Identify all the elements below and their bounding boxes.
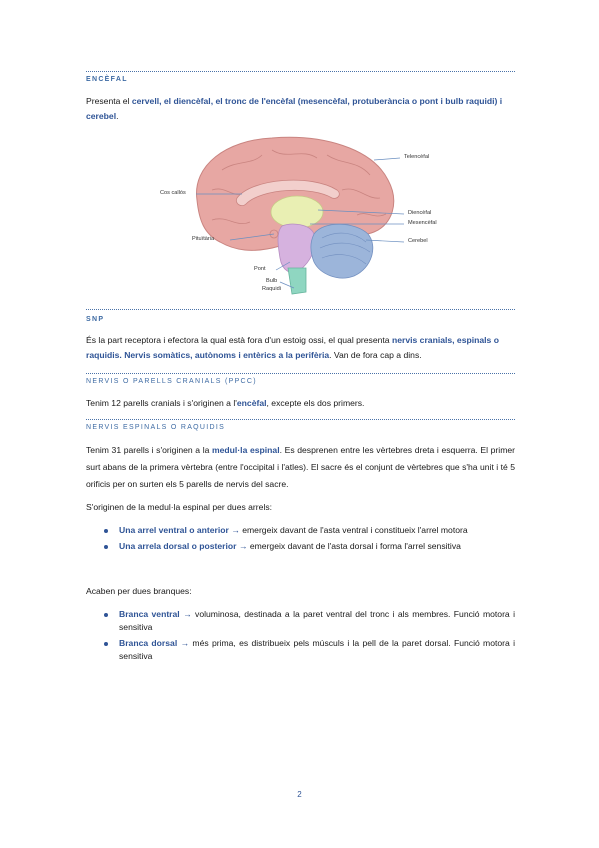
snp-paragraph: És la part receptora i efectora la qual …: [86, 333, 515, 363]
bullet-icon: [104, 529, 108, 533]
label-pituitaria: Pituïtària: [192, 236, 215, 242]
list-item: Branca ventral → voluminosa, destinada a…: [86, 608, 515, 634]
text-run: Tenim 31 parells i s'originen a la: [86, 445, 213, 455]
roots-list: Una arrel ventral o anterior → emergeix …: [86, 524, 515, 553]
heading-encefal: ENCÈFAL: [86, 76, 128, 83]
brain-illustration: [196, 136, 405, 295]
highlight-run: cervell, el diencèfal, el tronc de l'enc…: [86, 96, 503, 121]
text-run: més prima, es distribueix pels músculs i…: [119, 638, 515, 661]
text-run: Presenta el: [86, 96, 132, 106]
arrow-right-icon: →: [183, 609, 192, 619]
corpus-callosum-shape: [235, 179, 340, 206]
text-run: voluminosa, destinada a la paret ventral…: [119, 609, 515, 632]
label-cerebel: Cerebel: [408, 238, 428, 244]
highlight-run: medul·la espinal: [212, 445, 280, 455]
text-run: . Van de fora cap a dins.: [329, 350, 422, 360]
espinals-paragraph-3: Acaben per dues branques:: [86, 586, 192, 596]
medulla-shape: [287, 267, 307, 295]
label-raquidi: Raquidi: [262, 286, 281, 292]
arrow-right-icon: →: [231, 525, 240, 535]
highlight-run: encèfal: [236, 398, 267, 408]
heading-cranials: NERVIS O PARELLS CRANIALS (PPCC): [86, 378, 257, 385]
highlight-run: Branca dorsal: [119, 638, 178, 648]
cranials-paragraph: Tenim 12 parells cranials i s'originen a…: [86, 396, 515, 411]
section-divider: [86, 419, 515, 420]
text-run: És la part receptora i efectora la qual …: [86, 335, 392, 345]
list-item: Branca dorsal → més prima, es distribuei…: [86, 637, 515, 663]
text-run: , excepte els dos primers.: [266, 398, 365, 408]
cerebellum-shape: [310, 223, 374, 279]
section-divider: [86, 373, 515, 374]
heading-espinals: NERVIS ESPINALS O RAQUIDIS: [86, 424, 226, 431]
highlight-run: Una arrela dorsal o posterior: [119, 541, 237, 551]
label-diencefal: Diencèfal: [408, 210, 432, 216]
highlight-run: Una arrel ventral o anterior: [119, 525, 229, 535]
section-divider: [86, 71, 515, 72]
text-run: .: [116, 111, 119, 121]
encefal-intro: Presenta el cervell, el diencèfal, el tr…: [86, 94, 515, 124]
list-item: Una arrel ventral o anterior → emergeix …: [86, 524, 515, 537]
cerebellum-folia: [319, 232, 371, 265]
cerebrum-shape: [196, 136, 395, 251]
bullet-icon: [104, 545, 108, 549]
heading-snp: SNP: [86, 316, 105, 323]
label-telencefal: Telencèfal: [404, 154, 430, 160]
espinals-paragraph-2: S'originen de la medul·la espinal per du…: [86, 502, 273, 512]
arrow-right-icon: →: [238, 541, 248, 551]
diencephalon-shape: [270, 195, 324, 229]
label-bulb: Bulb: [266, 278, 278, 284]
text-run: emergeix davant de l'asta dorsal i forma…: [247, 541, 461, 551]
text-run: Tenim 12 parells cranials i s'originen a…: [86, 398, 237, 408]
label-mesencefal: Mesencèfal: [408, 220, 437, 226]
label-cos-callos: Cos callós: [160, 190, 186, 196]
pons-shape: [277, 223, 316, 273]
branches-list: Branca ventral → voluminosa, destinada a…: [86, 608, 515, 663]
bullet-icon: [104, 642, 108, 646]
page-number: 2: [297, 790, 302, 799]
text-run: . Es desprenen entre les vèrtebres dreta…: [86, 445, 515, 489]
highlight-run: Branca ventral: [119, 609, 180, 619]
arrow-right-icon: →: [180, 638, 190, 648]
leader-lines: [196, 157, 405, 289]
highlight-run: nervis cranials, espinals o raquidis. Ne…: [86, 335, 499, 360]
list-item: Una arrela dorsal o posterior → emergeix…: [86, 540, 515, 553]
label-pont: Pont: [254, 266, 266, 272]
section-divider: [86, 309, 515, 310]
brain-figure: Telencèfal Cos callós Diencèfal Mesencèf…: [142, 130, 452, 310]
bullet-icon: [104, 613, 108, 617]
text-run: emergeix davant de l'asta ventral i cons…: [239, 525, 468, 535]
espinals-paragraph-1: Tenim 31 parells i s'originen a la medul…: [86, 442, 515, 493]
